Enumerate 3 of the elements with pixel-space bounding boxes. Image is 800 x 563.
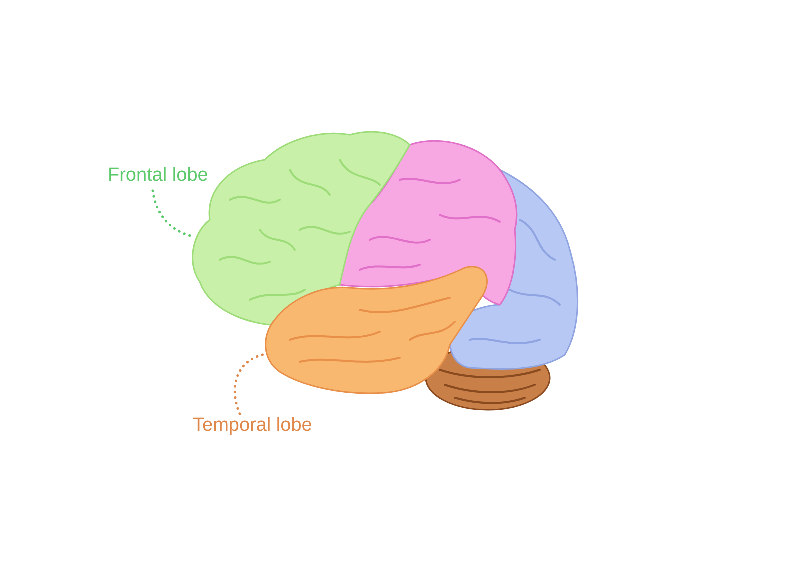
lobe-label: Frontal lobe bbox=[108, 165, 208, 187]
lobe-label: Temporal lobe bbox=[193, 415, 312, 437]
temporal-lobe bbox=[265, 266, 488, 394]
